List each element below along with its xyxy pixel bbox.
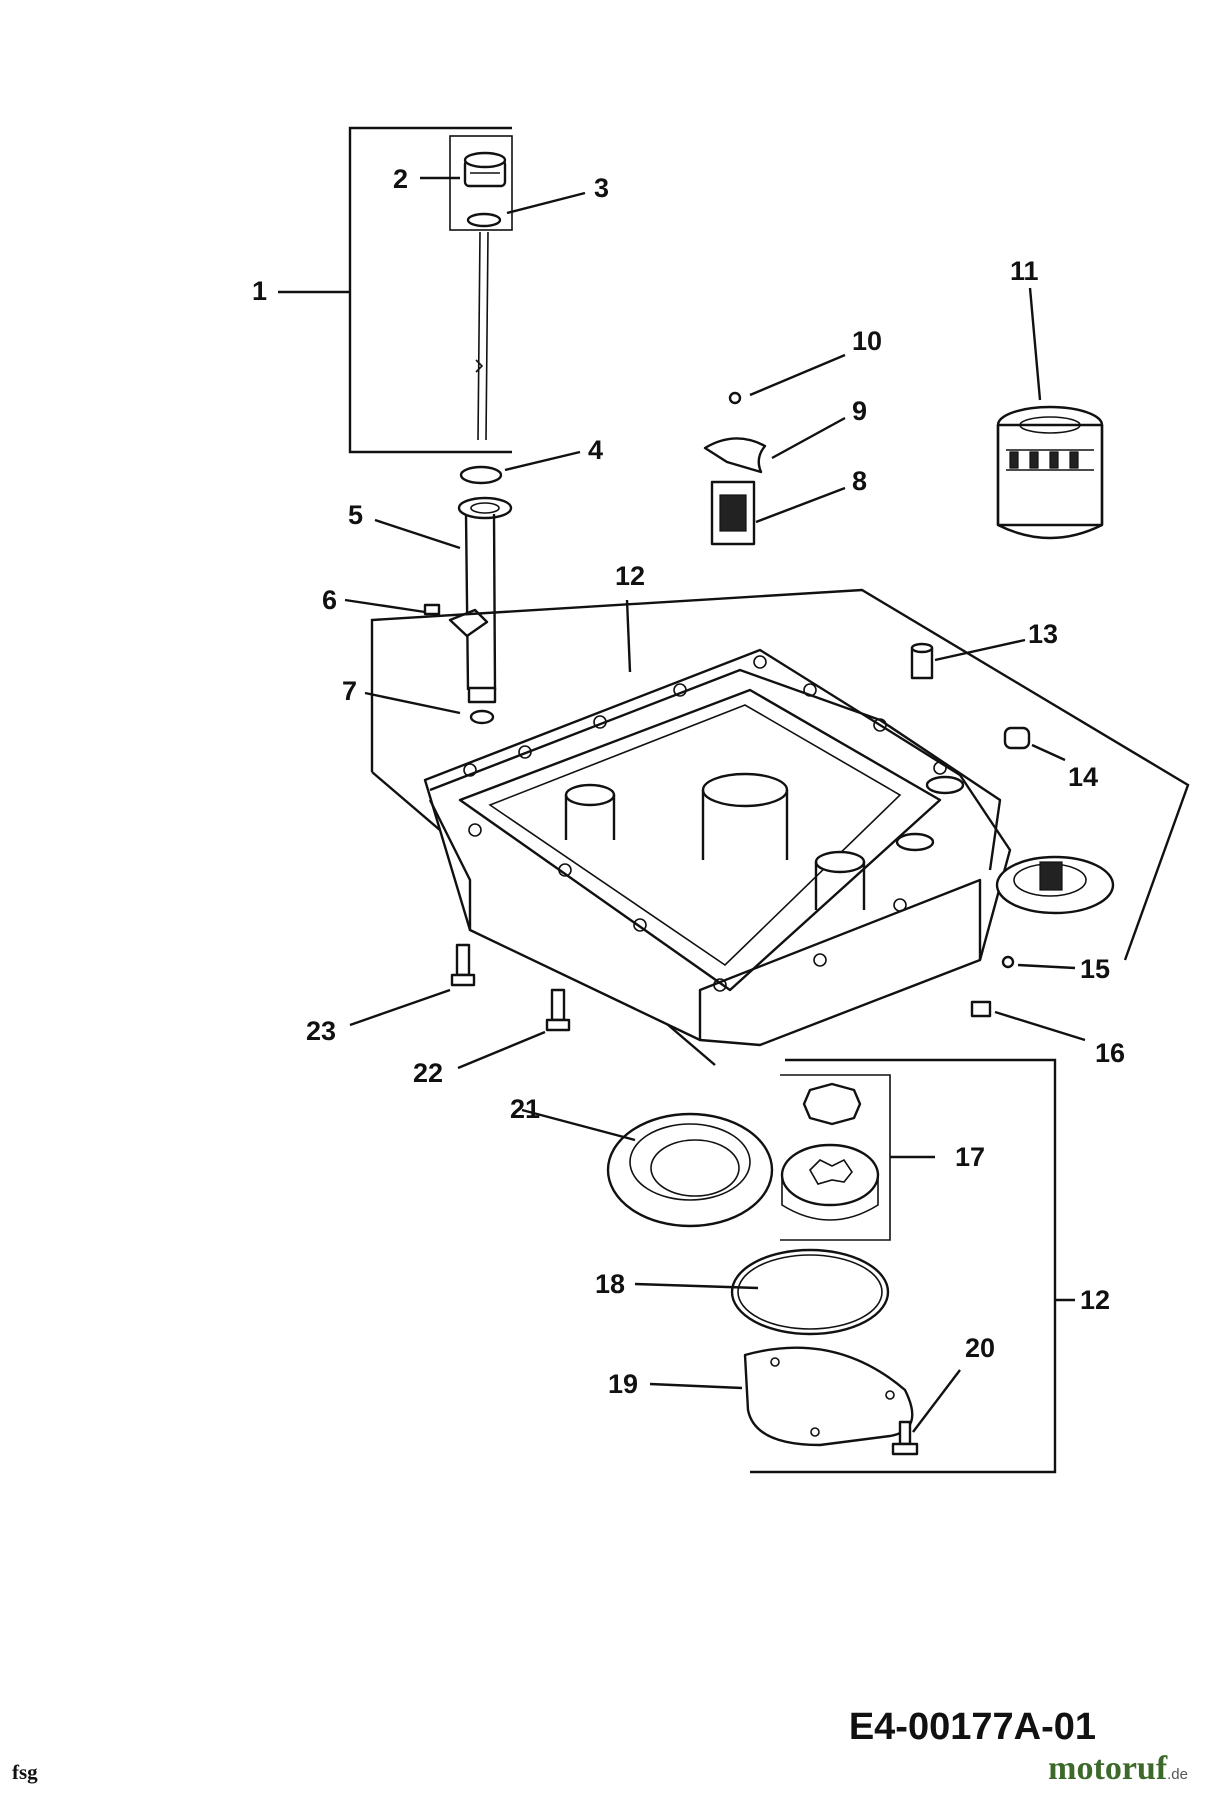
callout-14: 14	[1068, 762, 1098, 792]
callout-23: 23	[306, 1016, 336, 1046]
callout-11: 11	[1010, 256, 1039, 286]
oil-filter	[996, 287, 1104, 540]
plugs-13-14	[910, 638, 1066, 762]
callout-19: 19	[608, 1369, 638, 1399]
bracket-item-12-lower	[750, 1058, 1075, 1474]
oil-seal	[521, 1108, 774, 1228]
cover-screw	[891, 1369, 961, 1456]
dipstick-rod	[475, 231, 489, 441]
dipstick-cap	[420, 135, 513, 231]
o-ring-7	[364, 691, 495, 725]
callout-22: 22	[413, 1058, 443, 1088]
callout-13: 13	[1028, 619, 1058, 649]
bracket-item-1	[278, 126, 512, 454]
callout-2: 2	[393, 164, 408, 194]
callout-16: 16	[1095, 1038, 1125, 1068]
screw-6	[344, 598, 441, 616]
callout-labels: 1 2 3 4 5 6 7 8 9 10 11 12 13 14 15 16 1…	[252, 164, 1125, 1399]
dipstick-tube	[374, 496, 513, 704]
callout-7: 7	[342, 676, 357, 706]
callout-12-lower: 12	[1080, 1285, 1110, 1315]
callout-20: 20	[965, 1333, 995, 1363]
callout-8: 8	[852, 466, 867, 496]
callout-5: 5	[348, 500, 363, 530]
corner-mark: fsg	[12, 1760, 38, 1784]
o-ring-4	[459, 450, 581, 485]
brand-name: motoruf	[1048, 1750, 1168, 1787]
callout-10: 10	[852, 326, 882, 356]
callout-15: 15	[1080, 954, 1110, 984]
oil-pan	[423, 648, 1115, 1047]
cover-o-ring	[634, 1248, 890, 1336]
callout-1: 1	[252, 276, 267, 306]
document-code: E4-00177A-01	[848, 1706, 1096, 1748]
callout-21: 21	[510, 1094, 540, 1124]
brand-logo: motoruf.de	[1048, 1750, 1188, 1788]
callout-3: 3	[594, 173, 609, 203]
o-ring-3	[466, 191, 586, 228]
oil-pump-rotors	[780, 1074, 935, 1241]
callout-12-upper: 12	[615, 561, 645, 591]
pump-cover	[649, 1346, 914, 1447]
oil-cooler-items	[703, 353, 846, 546]
callout-6: 6	[322, 585, 337, 615]
callout-9: 9	[852, 396, 867, 426]
bolts-22-23	[349, 943, 571, 1070]
brand-tld: .de	[1167, 1766, 1188, 1783]
callout-18: 18	[595, 1269, 625, 1299]
callout-17: 17	[955, 1142, 985, 1172]
callout-4: 4	[588, 435, 603, 465]
small-parts-15-16	[970, 955, 1086, 1042]
